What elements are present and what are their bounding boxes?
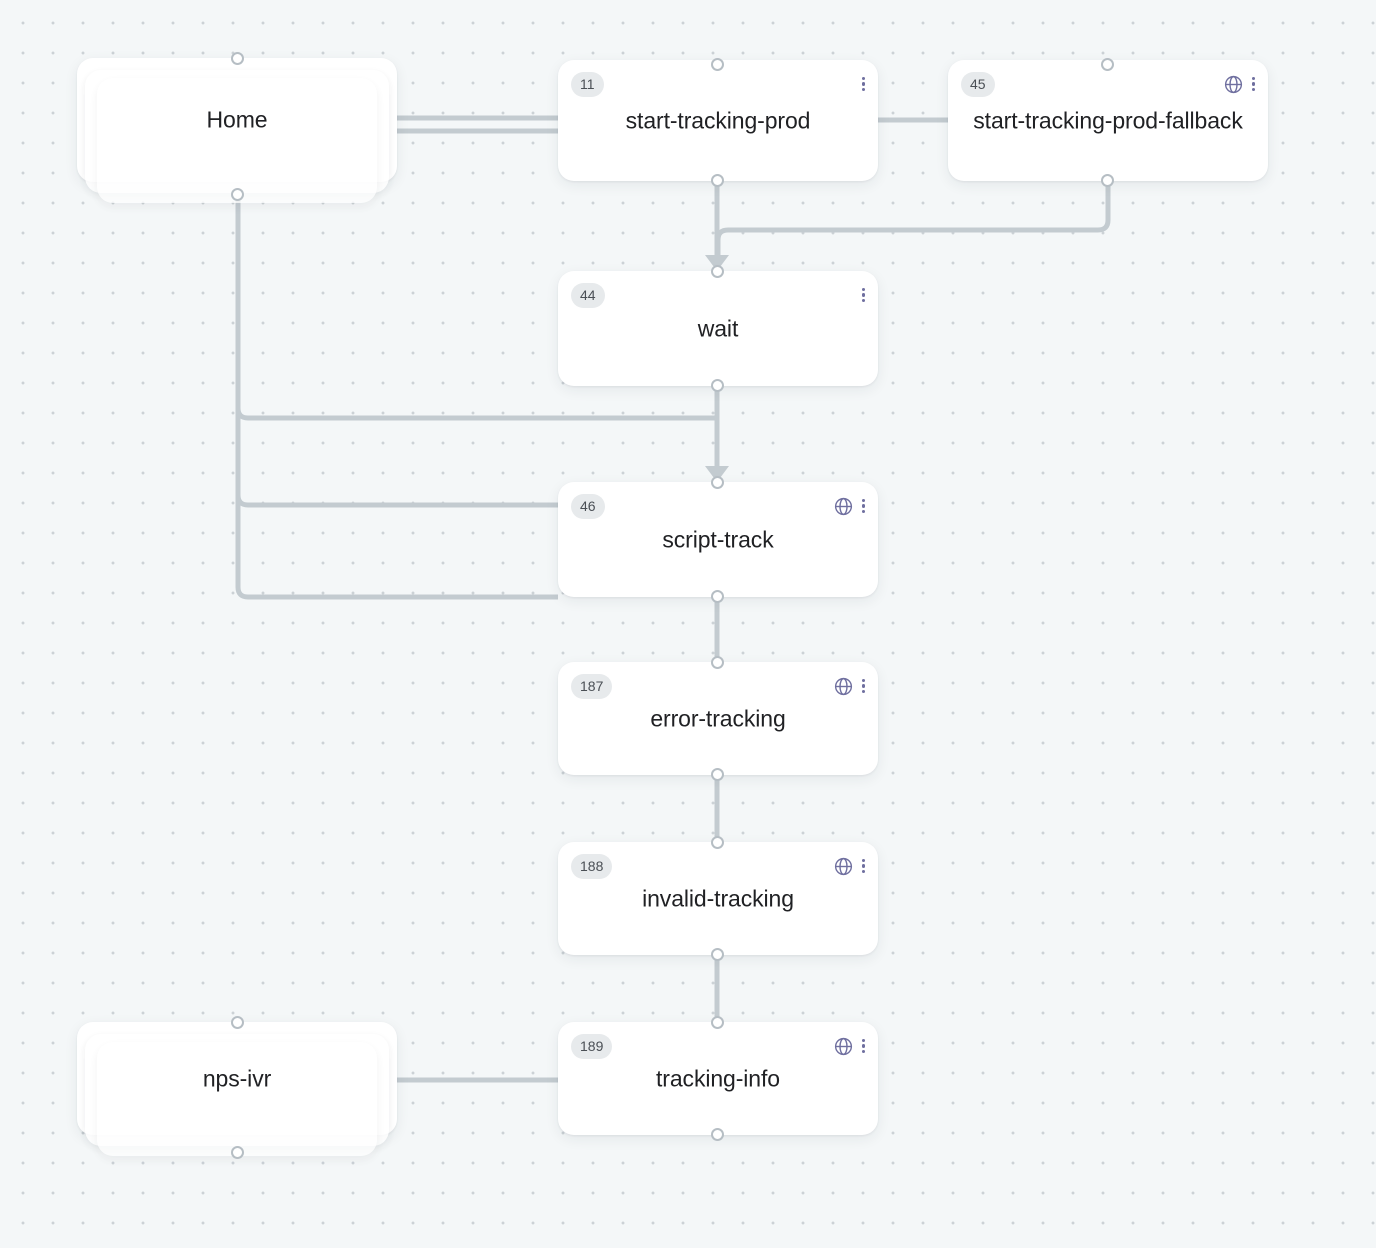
node-nps-ivr[interactable]: nps-ivr <box>77 1022 397 1156</box>
node-invalid-tracking[interactable]: 188 invalid-tracking <box>558 842 878 955</box>
kebab-menu-icon[interactable] <box>862 498 866 515</box>
port-wait-top[interactable] <box>711 265 724 278</box>
node-badge: 187 <box>571 674 613 699</box>
node-script-track[interactable]: 46 script-track <box>558 482 878 597</box>
port-fallback-bottom[interactable] <box>1101 174 1114 187</box>
port-error-tracking-bottom[interactable] <box>711 768 724 781</box>
node-badge: 188 <box>571 854 613 879</box>
port-start-tracking-prod-top[interactable] <box>711 58 724 71</box>
edge-fallback-to-wait <box>715 181 1111 258</box>
node-actions[interactable] <box>862 72 866 96</box>
kebab-menu-icon[interactable] <box>862 287 866 304</box>
node-actions[interactable] <box>1223 72 1256 96</box>
kebab-menu-icon[interactable] <box>862 678 866 695</box>
node-stack-layer-2 <box>97 1042 377 1156</box>
kebab-menu-icon[interactable] <box>1252 76 1256 93</box>
globe-icon[interactable] <box>833 496 854 517</box>
port-fallback-top[interactable] <box>1101 58 1114 71</box>
port-script-track-top[interactable] <box>711 476 724 489</box>
node-title: script-track <box>662 525 774 552</box>
globe-icon[interactable] <box>1223 74 1244 95</box>
node-home[interactable]: Home <box>77 58 397 203</box>
port-start-tracking-prod-bottom[interactable] <box>711 174 724 187</box>
node-stack-layer-2 <box>97 78 377 203</box>
node-error-tracking[interactable]: 187 error-tracking <box>558 662 878 775</box>
node-actions[interactable] <box>833 494 866 518</box>
node-badge: 189 <box>571 1034 613 1059</box>
port-nps-ivr-bottom[interactable] <box>231 1146 244 1159</box>
node-title: nps-ivr <box>202 1064 272 1091</box>
node-title: tracking-info <box>656 1064 780 1091</box>
port-nps-ivr-top[interactable] <box>231 1016 244 1029</box>
kebab-menu-icon[interactable] <box>862 76 866 93</box>
kebab-menu-icon[interactable] <box>862 1038 866 1055</box>
node-badge: 11 <box>571 72 604 97</box>
port-wait-bottom[interactable] <box>711 379 724 392</box>
node-actions[interactable] <box>833 854 866 878</box>
node-badge: 46 <box>571 494 605 519</box>
port-home-top[interactable] <box>231 52 244 65</box>
node-actions[interactable] <box>862 283 866 307</box>
node-title: wait <box>697 314 739 341</box>
globe-icon[interactable] <box>833 856 854 877</box>
node-badge: 44 <box>571 283 605 308</box>
port-home-bottom[interactable] <box>231 188 244 201</box>
node-wait[interactable]: 44 wait <box>558 271 878 386</box>
port-tracking-info-bottom[interactable] <box>711 1128 724 1141</box>
kebab-menu-icon[interactable] <box>862 858 866 875</box>
port-tracking-info-top[interactable] <box>711 1016 724 1029</box>
node-actions[interactable] <box>833 1034 866 1058</box>
port-error-tracking-top[interactable] <box>711 656 724 669</box>
node-title: start-tracking-prod-fallback <box>973 106 1243 133</box>
node-title: invalid-tracking <box>642 884 794 911</box>
node-title: error-tracking <box>650 704 786 731</box>
edge-home-to-script-track-b <box>235 494 558 508</box>
node-title: Home <box>206 106 268 133</box>
edge-home-to-script-track-c <box>235 586 558 600</box>
port-script-track-bottom[interactable] <box>711 590 724 603</box>
node-start-tracking-prod-fallback[interactable]: 45 start-tracking-prod-fallback <box>948 60 1268 181</box>
edge-home-to-script-track-a <box>235 407 717 421</box>
node-start-tracking-prod[interactable]: 11 start-tracking-prod <box>558 60 878 181</box>
globe-icon[interactable] <box>833 676 854 697</box>
port-invalid-tracking-top[interactable] <box>711 836 724 849</box>
port-invalid-tracking-bottom[interactable] <box>711 948 724 961</box>
node-actions[interactable] <box>833 674 866 698</box>
node-badge: 45 <box>961 72 995 97</box>
node-tracking-info[interactable]: 189 tracking-info <box>558 1022 878 1135</box>
node-title: start-tracking-prod <box>625 106 811 133</box>
globe-icon[interactable] <box>833 1036 854 1057</box>
